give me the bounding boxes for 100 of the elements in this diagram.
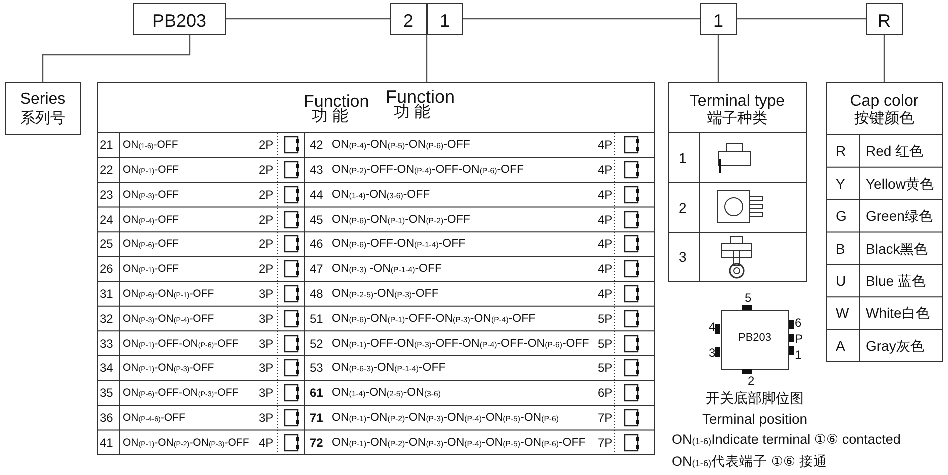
code-box	[866, 3, 903, 35]
heading-text: 按键颜色	[854, 110, 916, 127]
caption-text: 开关底部脚位图	[705, 390, 805, 406]
code-number: 25	[100, 236, 114, 252]
position-count: 4P	[259, 434, 274, 451]
code-number: 48	[310, 286, 324, 302]
code-number: 45	[310, 212, 324, 228]
position-count: 3P	[259, 385, 274, 402]
color-code: A	[836, 338, 846, 354]
position-count: 2P	[259, 186, 274, 203]
pin-number: 5	[745, 290, 752, 306]
code-number: 36	[100, 410, 114, 426]
code-number: 43	[310, 162, 324, 178]
heading-text: PB203	[151, 11, 208, 31]
position-count: 4P	[598, 286, 613, 302]
code-number: 61	[310, 385, 324, 402]
code-number: 46	[310, 236, 324, 252]
code-number: 23	[100, 186, 114, 203]
heading-text: Terminal type	[688, 93, 786, 110]
color-code: R	[836, 143, 846, 160]
code-number: 44	[310, 186, 324, 203]
code-box	[390, 3, 427, 35]
position-count: 7P	[598, 410, 613, 426]
color-code: Y	[836, 176, 846, 192]
code-number: 22	[100, 162, 114, 178]
position-count: 5P	[598, 336, 613, 352]
terminal-table	[668, 82, 807, 282]
position-count: 4P	[598, 236, 613, 252]
switch-outline	[721, 310, 789, 370]
position-count: 5P	[598, 360, 613, 376]
position-count: 3P	[259, 336, 274, 352]
position-count: 3P	[259, 360, 274, 376]
position-count: 7P	[598, 434, 613, 451]
code-number: 26	[100, 261, 114, 278]
color-name: Green绿色	[866, 208, 933, 224]
color-code: W	[836, 305, 850, 322]
code-number: 41	[100, 434, 114, 451]
position-count: 4P	[598, 137, 613, 154]
code-number: 34	[100, 360, 114, 376]
color-name: Black黑色	[866, 240, 928, 256]
function-table	[97, 82, 655, 455]
connector-line	[426, 35, 428, 82]
terminal-code: 2	[679, 200, 687, 216]
code-number: 51	[310, 310, 324, 327]
heading-text: 1	[438, 11, 451, 31]
connector-line	[737, 18, 866, 20]
code-number: 42	[310, 137, 324, 154]
code-number: 71	[310, 410, 324, 426]
position-count: 3P	[259, 310, 274, 327]
color-name: Yellow黄色	[866, 176, 934, 192]
code-number: 21	[100, 137, 114, 154]
connector-line	[718, 35, 720, 82]
connector-line	[226, 18, 390, 20]
connector-line	[463, 18, 700, 20]
color-name: Red 红色	[866, 143, 924, 160]
position-count: 4P	[598, 212, 613, 228]
color-name: Blue 蓝色	[866, 272, 926, 289]
color-code: G	[836, 208, 847, 224]
code-box	[133, 3, 226, 35]
model-text: PB203	[737, 332, 773, 345]
code-number: 52	[310, 336, 324, 352]
heading-text: Cap color	[849, 93, 920, 110]
position-count: 6P	[598, 385, 613, 402]
position-count: 2P	[259, 212, 274, 228]
position-count: 2P	[259, 261, 274, 278]
category-box	[5, 82, 81, 135]
position-count: 2P	[259, 236, 274, 252]
terminal-code: 3	[679, 249, 687, 266]
heading-text: 系列号	[20, 110, 66, 127]
code-number: 47	[310, 261, 324, 278]
position-count: 3P	[259, 410, 274, 426]
code-number: 72	[310, 434, 324, 451]
terminal-code: 1	[679, 150, 687, 166]
cap-color-table	[826, 82, 943, 362]
pin-number: 6	[795, 315, 802, 331]
heading-text: R	[877, 11, 892, 31]
position-count: 2P	[259, 137, 274, 154]
code-number: 31	[100, 286, 114, 302]
heading-text: 1	[712, 11, 724, 31]
connector-line	[884, 35, 886, 82]
pin-number: P	[795, 331, 804, 347]
pin-number: 2	[748, 373, 755, 389]
pin-number: 3	[709, 345, 716, 361]
pin-number: 4	[709, 319, 716, 335]
code-number: 53	[310, 360, 324, 376]
code-number: 35	[100, 385, 114, 402]
position-count: 4P	[598, 261, 613, 278]
position-count: 2P	[259, 162, 274, 178]
color-name: Gray灰色	[866, 338, 924, 354]
heading-text: 端子种类	[706, 110, 768, 127]
code-number: 33	[100, 336, 114, 352]
position-count: 3P	[259, 286, 274, 302]
code-box	[427, 3, 463, 35]
color-code: B	[836, 240, 846, 256]
connector-line	[42, 35, 191, 82]
position-count: 4P	[598, 186, 613, 203]
position-count: 5P	[598, 310, 613, 327]
heading-text: Series	[19, 91, 67, 109]
code-box	[700, 3, 737, 35]
heading-text: 2	[402, 11, 414, 31]
